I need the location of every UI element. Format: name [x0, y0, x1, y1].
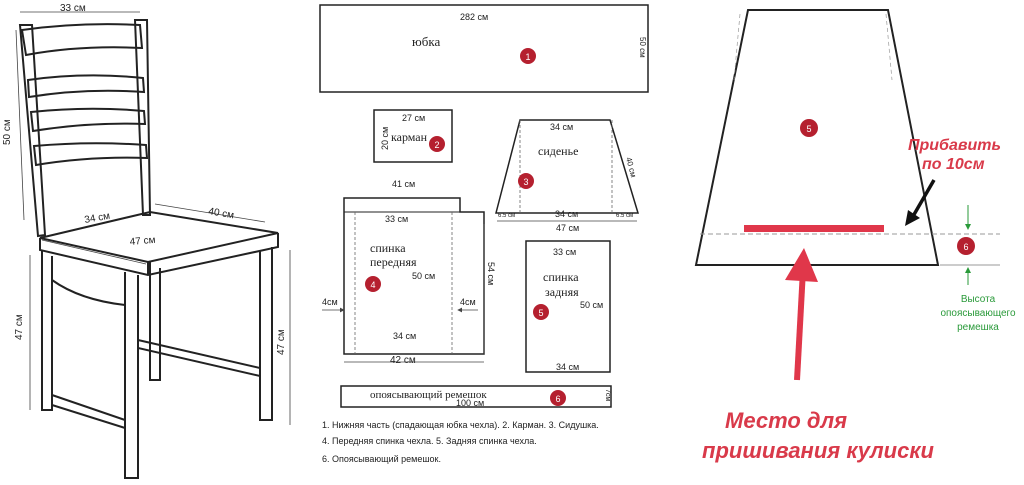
chair-dim-seat-depth: 34 см: [84, 211, 111, 226]
piece-belt: опоясывающий ремешок 100 см 7см 6: [340, 385, 612, 408]
belt-width: 100 см: [456, 398, 484, 408]
rear-label-line1: спинка: [543, 270, 579, 284]
chair-dim-leg-right: 47 см: [276, 329, 287, 355]
rear-bottom: 34 см: [556, 362, 579, 372]
add-label-line2: по 10см: [922, 156, 985, 173]
chair-drawing: [18, 19, 279, 479]
pieces-legend: 1. Нижняя часть (спадающая юбка чехла). …: [322, 420, 599, 464]
front-side-left: 4см: [322, 297, 338, 307]
rear-number-marker: [533, 304, 549, 320]
pocket-number: 2: [434, 140, 439, 150]
seat-label: сиденье: [538, 144, 578, 158]
skirt-height: 50 см: [638, 37, 647, 58]
rear-top: 33 см: [553, 247, 576, 257]
pocket-height: 20 см: [380, 127, 390, 150]
rear-number: 5: [538, 308, 543, 318]
place-label-line2: пришивания кулиски: [702, 438, 935, 463]
front-number: 4: [370, 280, 375, 290]
chair-dim-back: 50 см: [2, 119, 13, 145]
pocket-number-marker: [429, 136, 445, 152]
piece-rear-back: 33 см спинка задняя 50 см 34 см 5: [525, 240, 611, 373]
seat-number: 3: [523, 177, 528, 187]
front-number-marker: [365, 276, 381, 292]
front-height-outer: 54 см: [486, 262, 496, 285]
chair-dim-top: 33 см: [60, 3, 86, 14]
seat-number-marker: [518, 173, 534, 189]
rear-height: 50 см: [580, 300, 603, 310]
strap-label-line1: Высота: [961, 294, 996, 305]
front-height-inner: 50 см: [412, 271, 435, 281]
piece-seat: 34 см сиденье 40 см 34 см 6.5 см 6.5 см …: [495, 119, 640, 233]
belt-height: 7см: [604, 389, 611, 401]
front-side-right: 4см: [460, 297, 476, 307]
legend-line-3: 6. Опоясывающий ремешок.: [322, 454, 441, 464]
chair-dim-seat-front: 47 см: [129, 235, 156, 248]
skirt-label: юбка: [412, 34, 440, 49]
place-label-line1: Место для: [725, 408, 847, 433]
skirt-width: 282 см: [460, 12, 488, 22]
detail-number-marker-top: [800, 119, 818, 137]
add-label-line1: Прибавить: [908, 137, 1001, 154]
belt-number: 6: [555, 394, 560, 404]
rear-label-line2: задняя: [545, 285, 579, 299]
place-arrow: [794, 269, 806, 381]
seat-bottom: 47 см: [556, 223, 579, 233]
front-label-line2: передняя: [370, 255, 417, 269]
strap-label-line2: опоясывающего: [940, 308, 1016, 319]
piece-skirt: 282 см юбка 50 см 1: [319, 4, 649, 93]
seat-inner: 34 см: [555, 209, 578, 219]
front-top-inner: 33 см: [385, 214, 408, 224]
add-arrow: [910, 179, 936, 219]
front-bottom-outer: 42 см: [390, 355, 416, 366]
legend-line-1: 1. Нижняя часть (спадающая юбка чехла). …: [322, 420, 599, 430]
belt-label: опоясывающий ремешок: [370, 389, 487, 401]
seat-corner-left: 6.5 см: [498, 213, 515, 219]
pocket-label: карман: [391, 130, 428, 144]
seat-corner-right: 6.5 см: [616, 213, 633, 219]
chair-dimensions: 33 см 50 см 34 см 40 см 47 см 47 см 47 с…: [2, 3, 291, 425]
detail-number-side: 6: [963, 242, 968, 252]
legend-line-2: 4. Передняя спинка чехла. 5. Задняя спин…: [322, 436, 537, 446]
chair-dim-seat-side: 40 см: [207, 206, 234, 221]
front-top-outer: 41 см: [392, 179, 415, 189]
front-bottom-inner: 34 см: [393, 331, 416, 341]
skirt-detail: 5 6 Прибавить по 10см Высота опоясывающе…: [694, 9, 1016, 463]
detail-number-top: 5: [806, 124, 811, 134]
skirt-number-marker: [520, 48, 536, 64]
drawstring-line: [744, 225, 884, 232]
seat-top: 34 см: [550, 122, 573, 132]
piece-pocket: 27 см 20 см карман 2: [373, 109, 453, 163]
skirt-number: 1: [525, 52, 530, 62]
strap-label-line3: ремешка: [957, 322, 999, 333]
chair-dim-leg-left: 47 см: [14, 314, 25, 340]
detail-number-marker-side: [957, 237, 975, 255]
piece-front-back: 41 см 33 см спинка передняя 50 см 54 см …: [322, 179, 496, 366]
belt-number-marker: [550, 390, 566, 406]
pocket-width: 27 см: [402, 113, 425, 123]
front-label-line1: спинка: [370, 241, 406, 255]
